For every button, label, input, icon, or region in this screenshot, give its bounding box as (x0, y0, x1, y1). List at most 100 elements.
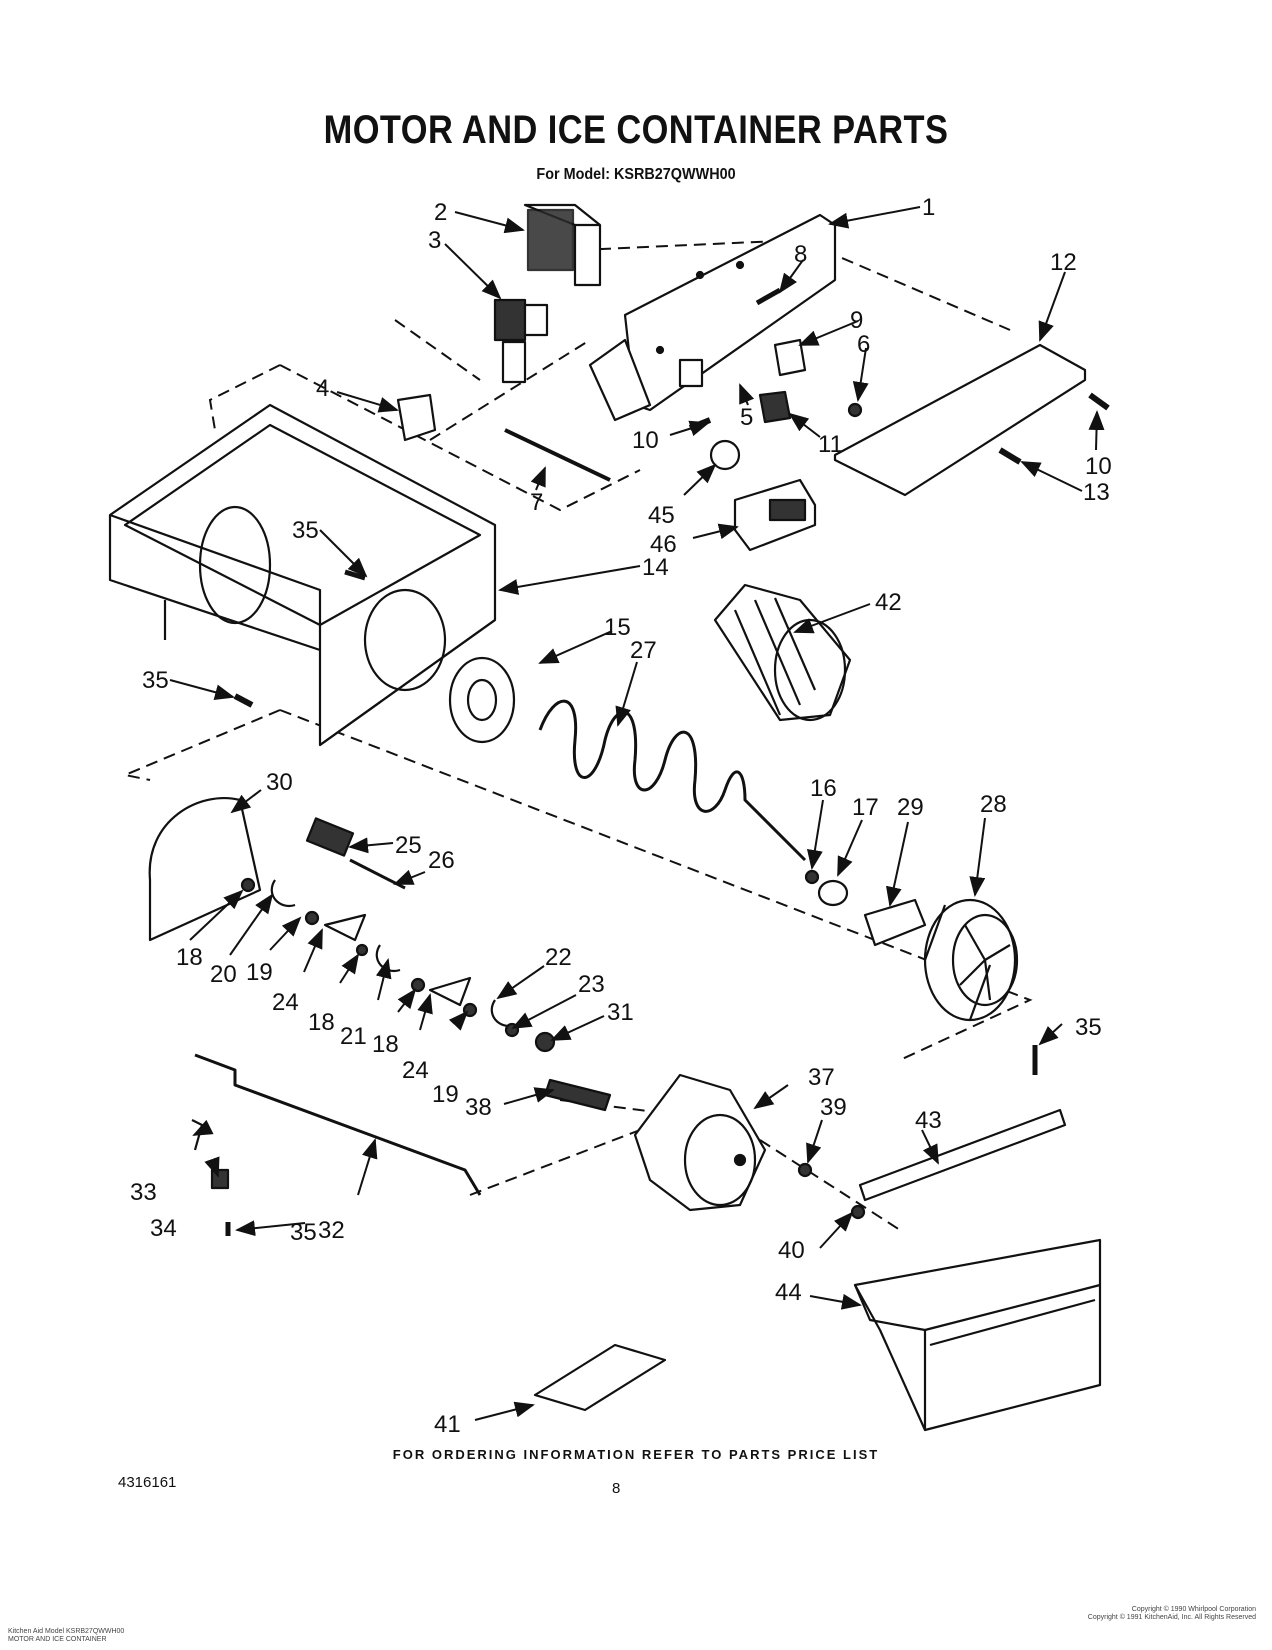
callout-20: 20 (210, 961, 237, 988)
page-title: MOTOR AND ICE CONTAINER PARTS (323, 108, 949, 152)
callout-5: 5 (740, 404, 753, 431)
callout-8: 8 (794, 241, 807, 268)
copyright-line-2: Copyright © 1991 KitchenAid, Inc. All Ri… (1087, 1614, 1256, 1621)
callout-2: 2 (434, 199, 447, 226)
part-17-nut (817, 879, 849, 907)
part-9-clip (773, 338, 807, 377)
page-number: 8 (612, 1480, 621, 1497)
callout-24a: 24 (272, 989, 299, 1016)
callout-40: 40 (778, 1237, 805, 1264)
callout-35a: 35 (292, 517, 319, 544)
callout-31: 31 (607, 999, 634, 1026)
part-39-washer (797, 1162, 813, 1178)
part-12-bracket (833, 343, 1087, 497)
assembly-guide-lines (121, 238, 1033, 1231)
callout-22: 22 (545, 944, 572, 971)
callout-19b: 19 (432, 1081, 459, 1108)
part-40-nut (850, 1204, 866, 1220)
part-2-terminal-block (523, 203, 602, 287)
callout-37: 37 (808, 1064, 835, 1091)
part-20-blade (270, 879, 296, 908)
callout-23: 23 (578, 971, 605, 998)
part-27-auger (538, 699, 807, 862)
part-38-coupler (543, 1078, 612, 1112)
callout-10b: 10 (1085, 453, 1112, 480)
part-28-drive-wheel (923, 898, 1019, 1022)
part-24-blade-b (428, 976, 472, 1007)
part-31-nut (534, 1031, 556, 1053)
callout-18a: 18 (176, 944, 203, 971)
part-1-mounting-plate (588, 213, 837, 422)
callout-44: 44 (775, 1279, 802, 1306)
callout-34: 34 (150, 1215, 177, 1242)
part-42-sleeve (713, 583, 852, 722)
callout-42: 42 (875, 589, 902, 616)
part-6-screw (847, 402, 863, 418)
callout-18c: 18 (372, 1031, 399, 1058)
callout-11: 11 (818, 431, 843, 458)
callout-28: 28 (980, 791, 1007, 818)
part-8-screw (755, 287, 782, 306)
part-15-bearing (448, 656, 516, 744)
callout-21: 21 (340, 1023, 367, 1050)
callout-33: 33 (130, 1179, 157, 1206)
part-25-clip (305, 817, 355, 857)
callout-45: 45 (648, 502, 675, 529)
callout-12: 12 (1050, 249, 1077, 276)
part-11-switch (758, 390, 792, 424)
callout-4: 4 (316, 375, 329, 402)
callout-24b: 24 (402, 1057, 429, 1084)
callout-35b: 35 (142, 667, 169, 694)
part-46-cover (733, 478, 817, 552)
part-29-blade (863, 898, 927, 947)
callout-10a: 10 (632, 427, 659, 454)
callout-6: 6 (857, 331, 870, 358)
callout-1: 1 (922, 194, 935, 221)
callout-35c: 35 (1075, 1014, 1102, 1041)
model-subtitle: For Model: KSRB27QWWH00 (536, 166, 736, 183)
part-45-bulb (709, 439, 741, 471)
part-10-screw (1088, 392, 1110, 411)
callout-18b: 18 (308, 1009, 335, 1036)
part-18-washer-a (240, 877, 256, 893)
callout-29: 29 (897, 794, 924, 821)
part-44-ice-bucket (853, 1238, 1102, 1432)
part-22-blade (490, 999, 516, 1028)
ordering-note: FOR ORDERING INFORMATION REFER TO PARTS … (392, 1447, 880, 1462)
part-18-washer-c (410, 977, 426, 993)
document-number: 4316161 (118, 1474, 177, 1491)
part-37-motor (633, 1073, 767, 1212)
callout-43: 43 (915, 1107, 942, 1134)
part-4-bracket (396, 393, 437, 442)
part-34-bracket (210, 1168, 230, 1190)
part-24-blade-a (323, 913, 367, 942)
callout-32: 32 (318, 1217, 345, 1244)
callout-38: 38 (465, 1094, 492, 1121)
part-3-solenoid (493, 298, 549, 384)
callout-19a: 19 (246, 959, 273, 986)
callout-30: 30 (266, 769, 293, 796)
callout-27: 27 (630, 637, 657, 664)
part-30-plate (148, 797, 262, 942)
callout-17: 17 (852, 794, 879, 821)
callout-41: 41 (434, 1411, 461, 1438)
part-18-washer-b (355, 943, 369, 957)
part-32-rod (194, 1053, 482, 1196)
part-43-bar (858, 1108, 1067, 1202)
part-13-screw (998, 447, 1022, 465)
part-16-washer (804, 869, 820, 885)
part-7-harness (504, 428, 611, 482)
callout-3: 3 (428, 227, 441, 254)
callout-26: 26 (428, 847, 455, 874)
callout-46: 46 (650, 531, 677, 558)
callout-35d: 35 (290, 1219, 317, 1246)
model-footnote-line-2: MOTOR AND ICE CONTAINER (8, 1636, 107, 1643)
part-14-housing (108, 403, 497, 747)
part-33-clip (191, 1119, 204, 1151)
callout-39: 39 (820, 1094, 847, 1121)
copyright-line-1: Copyright © 1990 Whirlpool Corporation (1131, 1606, 1256, 1613)
copyright-notice: Copyright © 1990 Whirlpool Corporation C… (1088, 1606, 1256, 1622)
part-19-washer-a (304, 910, 320, 926)
callout-15: 15 (604, 614, 631, 641)
